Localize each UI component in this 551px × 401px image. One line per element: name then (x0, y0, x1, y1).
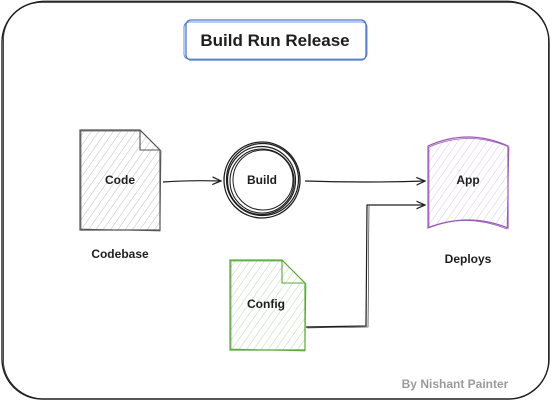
config-to-app-arrow (305, 205, 425, 329)
title-box: Build Run Release (183, 19, 368, 61)
build-node-label: Build (247, 173, 277, 187)
build-to-app-arrow (304, 181, 425, 182)
diagram-title: Build Run Release (200, 31, 349, 50)
code-node-label: Code (105, 173, 135, 187)
config-document-node: Config (229, 259, 307, 352)
app-card-node: App (427, 136, 510, 230)
app-node-label: App (456, 173, 479, 187)
code-document-node: Code (79, 129, 162, 232)
author-credit: By Nishant Painter (402, 377, 509, 391)
code-to-build-arrow (162, 181, 221, 182)
codebase-caption: Codebase (91, 247, 149, 261)
deploys-caption: Deploys (445, 252, 492, 266)
build-circle-node: Build (223, 141, 301, 219)
config-node-label: Config (247, 297, 285, 311)
